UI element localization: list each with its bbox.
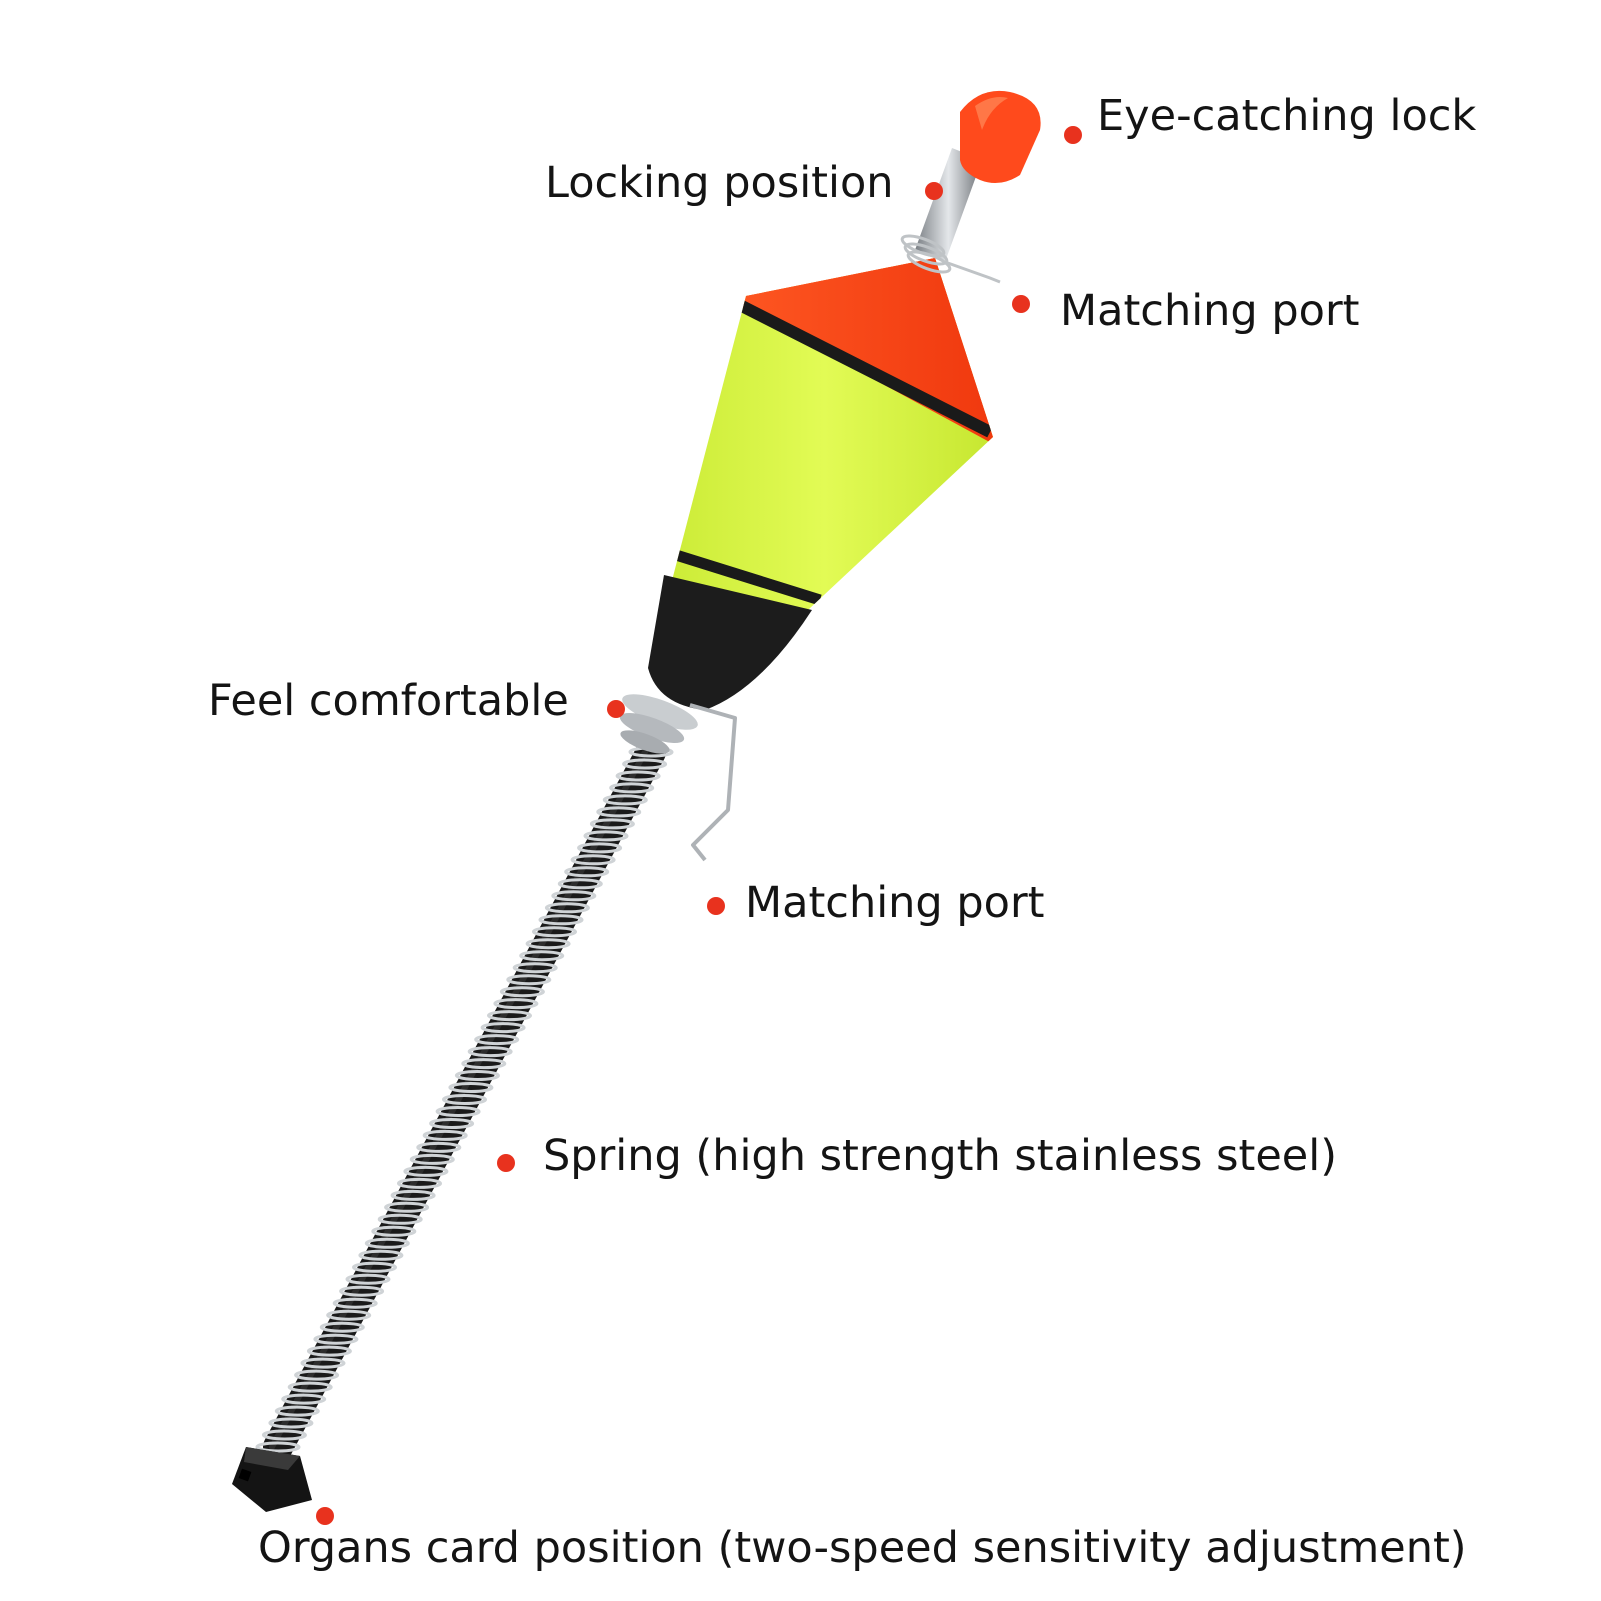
spring-coil [570,854,616,866]
spring-coil [506,974,552,986]
spring-coil [615,770,661,782]
dot-organs-card [316,1507,334,1525]
spring-coil [345,1273,391,1285]
spring-coil [435,1105,481,1118]
spring-coil [512,962,558,974]
spring-coil [538,914,584,926]
spring-coil [544,902,590,914]
label-feel-comfortable: Feel comfortable [208,676,569,726]
spring-coil [352,1261,397,1273]
label-matching-port-top: Matching port [1060,286,1360,336]
spring-coil [461,1058,507,1070]
spring-coil [557,878,603,890]
spring-coil [409,1153,455,1165]
top-cap [960,90,1041,184]
label-eye-catching-lock: Eye-catching lock [1097,91,1477,141]
top-coil [900,234,1001,284]
spring-coil [397,1177,442,1189]
spring-coil [294,1369,340,1381]
spring-coil [268,1417,314,1429]
top-shaft [915,148,982,262]
label-locking-position: Locking position [545,158,894,208]
dot-matching-port-bottom [707,897,725,915]
dot-eye-catching-lock [1064,126,1082,144]
dot-spring [497,1154,515,1172]
label-spring: Spring (high strength stainless steel) [543,1131,1337,1181]
spring-coil [332,1297,378,1309]
spring-coil [448,1081,494,1094]
spring-coil [525,938,571,950]
spring-coil [384,1201,430,1213]
spring-coil [589,818,635,830]
spring-coil [306,1345,352,1357]
spring-coil [358,1249,404,1261]
spring-coil [564,866,610,878]
spring-coil [371,1225,417,1237]
spring-coil [403,1165,449,1177]
dot-matching-port-top [1012,295,1030,313]
spring-coil [261,1429,307,1441]
spring-coil [339,1285,385,1297]
spring-coil [390,1189,436,1201]
spring-coil [602,794,648,806]
spring-coil [480,1022,526,1034]
spring-coil [442,1093,487,1106]
spring-coil [519,950,565,962]
spring-coil [429,1117,475,1130]
spring-coil [493,998,539,1010]
spring-coil [609,782,655,794]
spring-coil [551,890,597,902]
label-organs-card: Organs card position (two-speed sensitiv… [258,1523,1467,1573]
spring-coil [467,1046,513,1058]
spring-coil [319,1321,365,1333]
spring-coil [313,1333,359,1345]
spring-coil [300,1357,346,1369]
spring-coil [422,1129,468,1141]
spring-coil [281,1393,327,1405]
spring-coil [577,842,623,854]
label-matching-port-bottom: Matching port [745,878,1045,928]
spring-coil [532,926,577,938]
spring-coil [274,1405,320,1417]
spring-coil [416,1141,462,1153]
spring-coil [499,986,545,998]
collar-spring [619,694,698,754]
spring-coil [454,1069,500,1082]
spring-coil [364,1237,410,1249]
spring-coil [487,1010,532,1022]
spring-coil [622,758,668,770]
spring-coil [287,1381,333,1393]
spring-coil [596,806,642,818]
spring-coil [377,1213,423,1225]
spring-coils [255,746,674,1453]
dot-feel-comfortable [607,700,625,718]
end-cap [232,1447,312,1512]
dot-locking-position [925,182,943,200]
spring-coil [474,1034,520,1046]
lower-wire [689,703,737,862]
spring-coil [326,1309,372,1321]
spring-coil [255,1441,301,1453]
spring-coil [583,830,629,842]
